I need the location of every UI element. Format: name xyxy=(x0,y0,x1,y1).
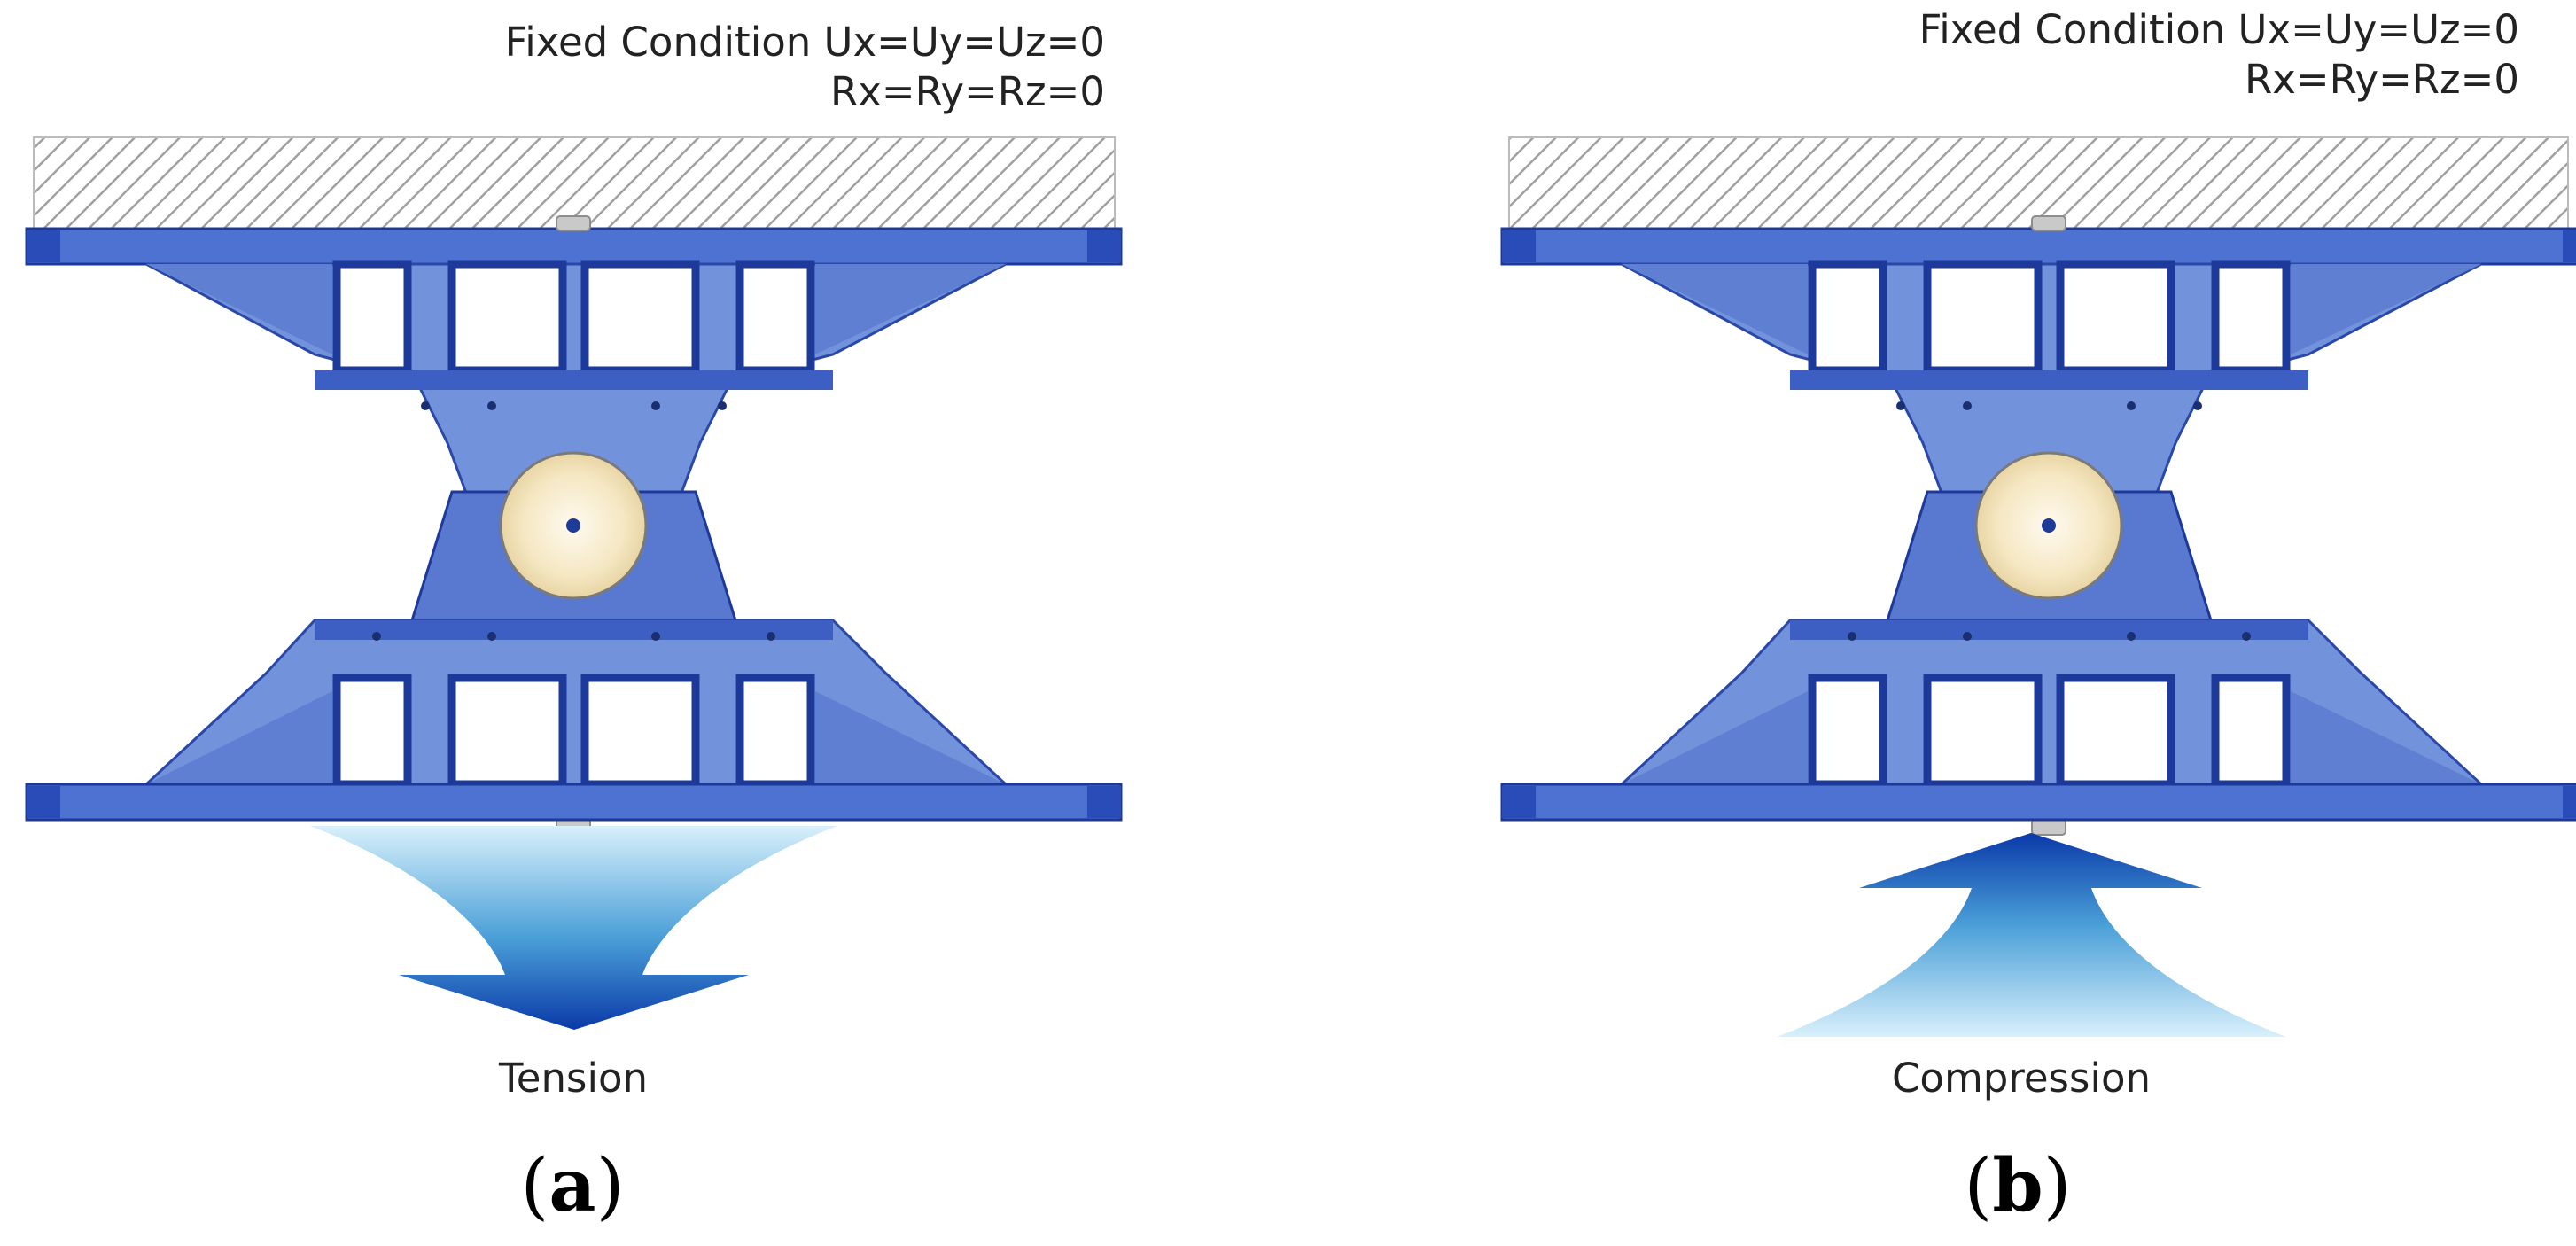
panel-b xyxy=(1502,136,2576,1037)
condition-line2-b: Rx=Ry=Rz=0 xyxy=(2245,56,2519,103)
tension-arrow xyxy=(310,826,837,1030)
condition-line1-a: Fixed Condition Ux=Uy=Uz=0 xyxy=(504,19,1105,66)
fixed-support-hatch-b xyxy=(1508,136,2569,230)
boundary-condition-b: Fixed Condition Ux=Uy=Uz=0 Rx=Ry=Rz=0 xyxy=(1919,5,2519,105)
panel-letter-b: b xyxy=(1992,1143,2043,1228)
isolator-model-a xyxy=(27,216,1121,835)
fixed-support-hatch-a xyxy=(33,136,1116,230)
condition-line2-a: Rx=Ry=Rz=0 xyxy=(830,68,1105,115)
panel-a xyxy=(27,136,1121,1030)
load-label-compression: Compression xyxy=(1892,1055,2151,1102)
compression-arrow xyxy=(1777,833,2286,1037)
panel-letter-a: a xyxy=(549,1143,596,1228)
panel-label-b: (b) xyxy=(1964,1143,2072,1228)
condition-line1-b: Fixed Condition Ux=Uy=Uz=0 xyxy=(1918,6,2519,53)
isolator-model-b xyxy=(1502,216,2576,835)
load-label-tension: Tension xyxy=(498,1055,649,1102)
boundary-condition-a: Fixed Condition Ux=Uy=Uz=0 Rx=Ry=Rz=0 xyxy=(505,18,1105,117)
panel-label-a: (a) xyxy=(520,1143,625,1228)
